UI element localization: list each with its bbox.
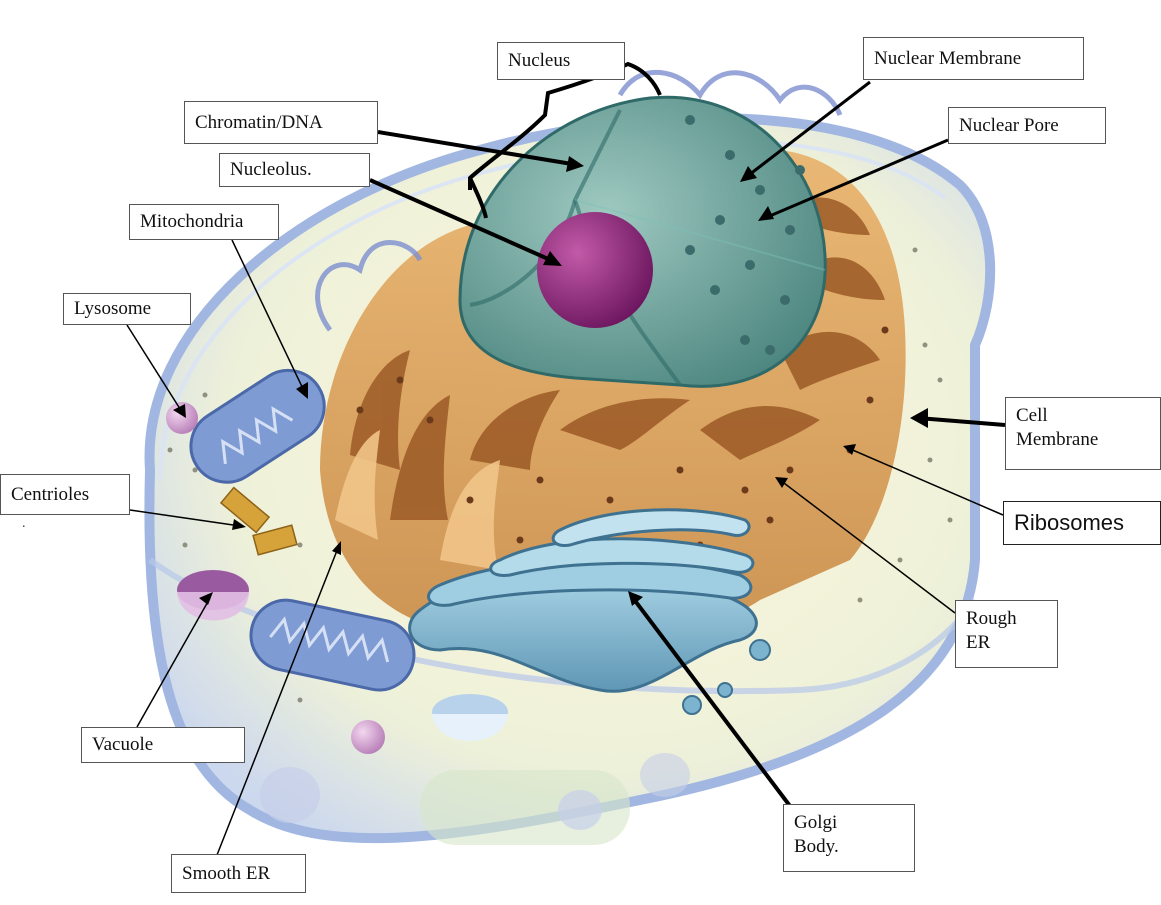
label-cell-membrane: Cell Membrane (1005, 397, 1161, 470)
label-lysosome: Lysosome (63, 293, 191, 325)
label-smooth-er: Smooth ER (171, 854, 306, 893)
label-rough-er: Rough ER (955, 600, 1058, 668)
nucleolus-shape (537, 212, 653, 328)
label-golgi-body: Golgi Body. (783, 804, 915, 872)
label-chromatin-dna: Chromatin/DNA (184, 101, 378, 144)
label-mitochondria: Mitochondria (129, 204, 279, 240)
label-nucleolus: Nucleolus. (219, 153, 370, 187)
label-nuclear-pore: Nuclear Pore (948, 107, 1106, 144)
label-vacuole: Vacuole (81, 727, 245, 763)
label-nucleus: Nucleus (497, 42, 625, 80)
label-ribosomes: Ribosomes (1003, 501, 1161, 545)
label-centrioles: Centrioles (0, 474, 130, 515)
stray-dot: . (22, 516, 26, 532)
label-nuclear-membrane: Nuclear Membrane (863, 37, 1084, 80)
